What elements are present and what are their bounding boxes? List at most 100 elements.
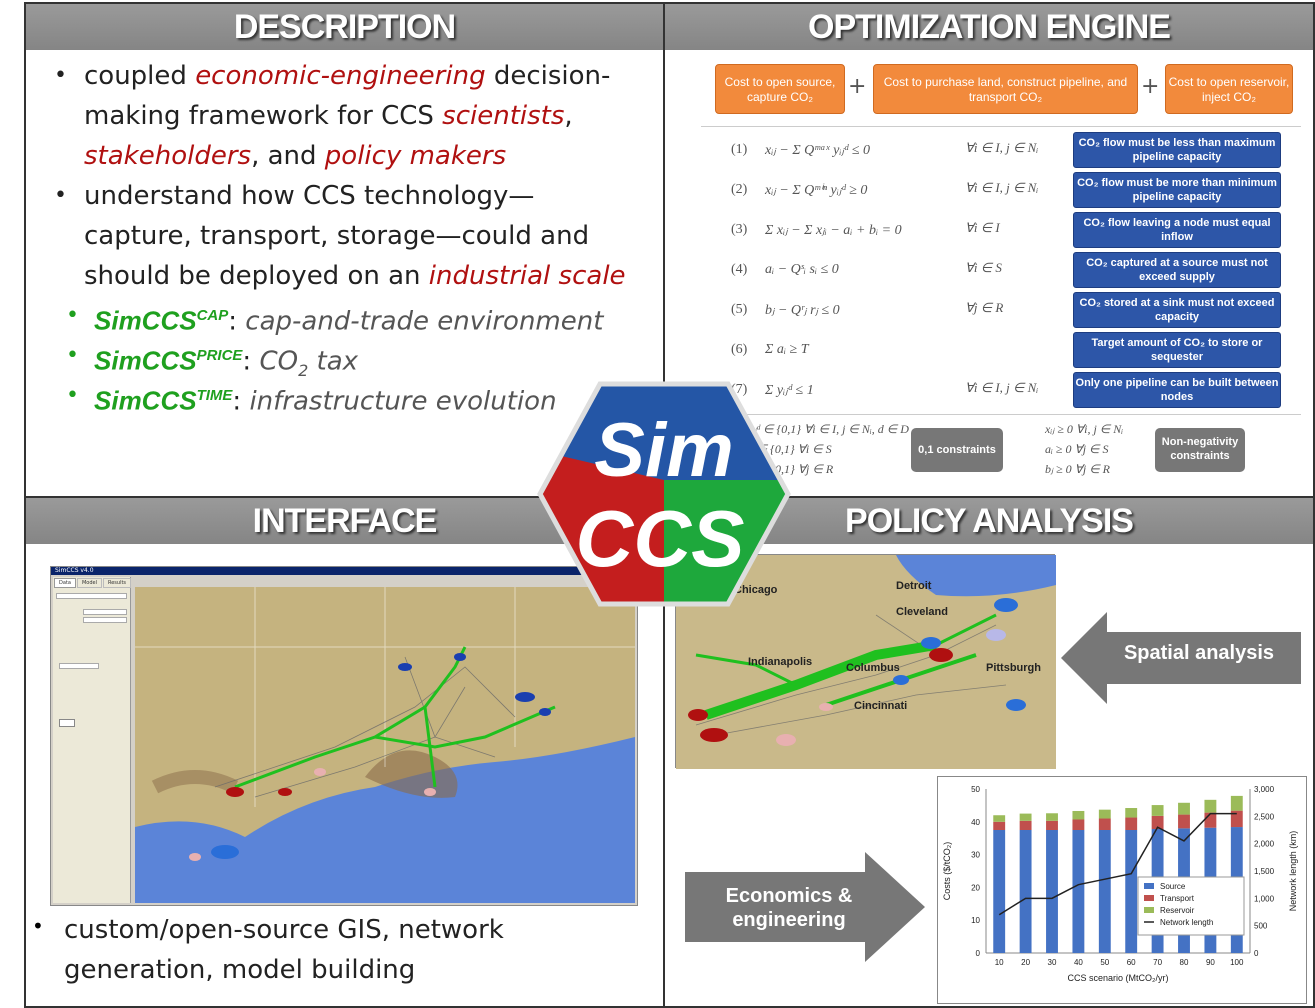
city-columbus: Columbus	[846, 662, 900, 674]
city-cleveland: Cleveland	[896, 606, 948, 618]
app-map	[135, 587, 635, 903]
bullet-dot: •	[66, 343, 79, 368]
constraint-label-box: CO₂ flow must be more than minimum pipel…	[1073, 172, 1281, 208]
constraint-equation: aᵢ − Qˢᵢ sᵢ ≤ 0	[765, 262, 839, 277]
bar-transport	[1178, 814, 1190, 829]
bar-reservoir	[1178, 802, 1190, 815]
bar-source	[1125, 830, 1138, 953]
desc-line-5: capture, transport, storage—could and	[84, 221, 590, 251]
constraint-number: (3)	[731, 222, 748, 237]
city-cincinnati: Cincinnati	[854, 700, 907, 712]
bullet-dot: •	[54, 63, 67, 88]
tab-data[interactable]: Data	[54, 578, 76, 588]
policy-pipelines	[695, 613, 997, 720]
desc-line-2: making framework for CCS scientists,	[84, 101, 573, 131]
spatial-arrow-shape	[1061, 612, 1301, 704]
sink-markers	[226, 768, 436, 797]
constraint-domain: ∀i ∈ I, j ∈ Nᵢ	[965, 140, 1039, 155]
constraint-label-box: Target amount of CO₂ to store or sequest…	[1073, 332, 1281, 368]
objective-reservoir-box: Cost to open reservoir, inject CO₂	[1165, 64, 1293, 114]
interface-caption-1: custom/open-source GIS, network	[64, 915, 504, 945]
logo-blue-region	[540, 384, 788, 480]
objective-transport-box: Cost to purchase land, construct pipelin…	[873, 64, 1138, 114]
bar-transport	[1098, 818, 1111, 830]
bar-reservoir	[1151, 805, 1164, 816]
constraint-domain: ∀i ∈ I	[965, 220, 1000, 235]
constraint-equation: Σ yᵢⱼᵈ ≤ 1	[765, 383, 814, 398]
network-select[interactable]	[59, 663, 99, 669]
app-tabs: Data Model Results	[53, 577, 132, 589]
y2-tick-label: 0	[1254, 949, 1259, 958]
y2-tick-label: 1,500	[1254, 867, 1275, 876]
bullet-dot: •	[54, 183, 67, 208]
go-button[interactable]	[59, 719, 75, 727]
gulf-water	[135, 737, 635, 903]
y-tick-label: 0	[976, 949, 981, 958]
x-tick-label: 90	[1206, 958, 1215, 967]
constraint-equation: Σ aᵢ ≥ T	[765, 342, 809, 357]
binary-eq-1: yᵢⱼᵈ ∈ {0,1} ∀i ∈ I, j ∈ Nᵢ, d ∈ D	[747, 422, 909, 436]
bar-source	[1046, 830, 1058, 953]
bar-transport	[1151, 815, 1164, 830]
bar-reservoir	[993, 815, 1006, 822]
econ-arrow-shape	[685, 852, 925, 962]
x-tick-label: 20	[1021, 958, 1030, 967]
simccs-time-line: SimCCSTIME: infrastructure evolution	[94, 385, 557, 417]
x-tick-label: 30	[1048, 958, 1057, 967]
constraint-label-box: CO₂ captured at a source must not exceed…	[1073, 252, 1281, 288]
constraint-domain: ∀j ∈ R	[965, 300, 1004, 315]
path-field[interactable]	[56, 593, 127, 599]
scenario-select[interactable]	[83, 617, 127, 623]
bar-transport	[1046, 820, 1058, 830]
dataset-select[interactable]	[83, 609, 127, 615]
bar-transport	[993, 821, 1006, 830]
bar-transport	[1072, 819, 1085, 830]
bar-source	[1072, 830, 1085, 953]
y2-tick-label: 500	[1254, 922, 1268, 931]
x-tick-label: 50	[1100, 958, 1109, 967]
optimization-panel: OPTIMIZATION ENGINE Cost to open source,…	[663, 2, 1315, 498]
objective-source-box: Cost to open source, capture CO₂	[715, 64, 845, 114]
bar-reservoir	[1230, 795, 1243, 811]
tab-model[interactable]: Model	[76, 578, 102, 588]
bar-reservoir	[1046, 813, 1058, 821]
constraint-label-box: CO₂ flow leaving a node must equal inflo…	[1073, 212, 1281, 248]
city-detroit: Detroit	[896, 580, 932, 592]
nonneg-eq-2: aᵢ ≥ 0 ∀j ∈ S	[1045, 442, 1109, 456]
lake-erie	[896, 555, 1056, 597]
policy-markers	[688, 598, 1026, 746]
bar-transport	[1125, 817, 1138, 830]
y-tick-label: 10	[971, 916, 980, 925]
constraint-label-box: CO₂ flow must be less than maximum pipel…	[1073, 132, 1281, 168]
x-tick-label: 60	[1127, 958, 1136, 967]
bar-reservoir	[1125, 808, 1138, 818]
y2-tick-label: 2,000	[1254, 840, 1275, 849]
tab-results[interactable]: Results	[102, 578, 132, 588]
legend-label: Reservoir	[1160, 906, 1195, 915]
interface-caption-2: generation, model building	[64, 955, 416, 985]
legend-swatch	[1144, 883, 1154, 889]
nonneg-constraints-badge: Non-negativity constraints	[1155, 428, 1245, 472]
network-length-line	[998, 812, 1237, 916]
x-axis-label: CCS scenario (MtCO₂/yr)	[1067, 973, 1168, 983]
simccs-cap-line: SimCCSCAP: cap-and-trade environment	[94, 305, 604, 337]
spatial-analysis-label: Spatial analysis	[1123, 642, 1275, 664]
desc-line-3: stakeholders, and policy makers	[84, 141, 507, 171]
app-sidebar: Data Model Results	[53, 577, 132, 903]
legend-box	[1137, 876, 1245, 936]
constraint-domain: ∀i ∈ S	[965, 260, 1002, 275]
app-screenshot-wrap: SimCCS v4.0 Data Model Results	[26, 548, 663, 908]
y2-tick-label: 2,500	[1254, 812, 1275, 821]
bar-source	[1019, 830, 1032, 953]
bar-transport	[1019, 820, 1032, 830]
app-title-bar: SimCCS v4.0	[51, 567, 637, 575]
app-window: SimCCS v4.0 Data Model Results	[50, 566, 638, 906]
map-graphic	[135, 587, 635, 903]
source-markers	[189, 653, 551, 861]
built-network	[234, 646, 556, 789]
x-tick-label: 100	[1230, 958, 1244, 967]
constraint-number: (6)	[731, 342, 748, 357]
constraint-number: (1)	[731, 142, 748, 157]
cost-chart: 0102030405005001,0001,5002,0002,5003,000…	[942, 785, 1298, 983]
econ-label: Economics & engineering	[725, 885, 853, 931]
